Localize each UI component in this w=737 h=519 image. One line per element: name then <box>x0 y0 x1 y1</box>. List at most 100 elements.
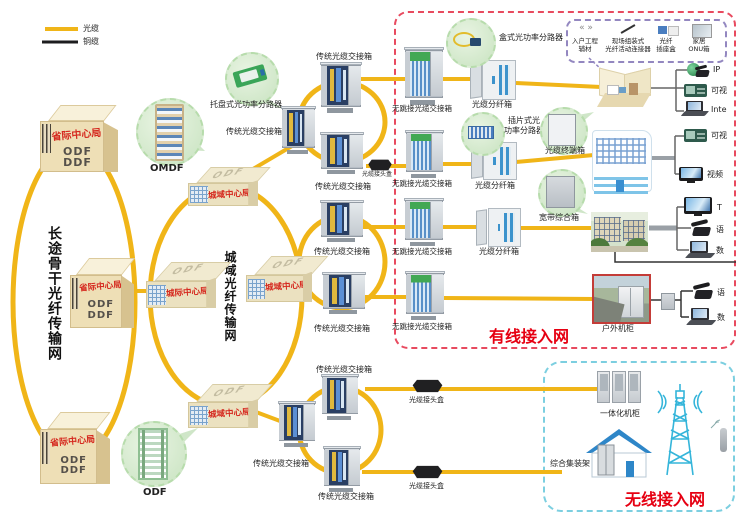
home-kit-item2: 现场组装式光纤活动连接器 <box>605 37 651 53</box>
data-label-2: 数 <box>717 313 725 322</box>
fiber-dist-box-2-label: 光缆分纤箱 <box>475 181 515 190</box>
dp-box <box>661 293 675 310</box>
signal-icon <box>709 415 721 429</box>
joint-box-3-label: 光缆接头盒 <box>409 482 444 490</box>
assembly-rack-label: 综合集装架 <box>550 459 590 468</box>
fiber-dist-box-1-label: 光缆分纤箱 <box>472 100 512 109</box>
trad-cabinet-w-bottom-label: 传统光缆交接箱 <box>318 492 374 501</box>
city-office-right: ODF 城域中心局 <box>246 256 329 302</box>
home-kit-icon-4 <box>692 24 712 38</box>
trad-cabinet-feed-label: 传统光缆交接箱 <box>226 127 282 136</box>
trad-cabinet-w-left <box>277 401 317 447</box>
legend-fiber-label: 光缆 <box>83 24 99 33</box>
box-splitter-icon <box>470 38 481 46</box>
broadband-box-label: 宽带综合箱 <box>539 213 579 222</box>
fiber-dist-box-3-label: 光缆分纤箱 <box>479 247 519 256</box>
legend-copper-label: 铜缆 <box>83 37 99 46</box>
card-splitter-label: 插片式光功率分路器 <box>504 116 544 135</box>
ip-phone-icon2 <box>694 64 710 77</box>
ip-label: IP <box>713 65 721 74</box>
joint-box-1 <box>368 159 392 171</box>
data-laptop-icon-2 <box>685 308 717 325</box>
joint-box-3 <box>412 465 443 479</box>
nojump-cabinet-4-label: 无跳接光缆交接箱 <box>392 322 452 331</box>
trad-cabinet-4-label: 传统光缆交接箱 <box>314 324 370 333</box>
omdf-rack <box>155 104 184 161</box>
trad-cabinet-3-label: 传统光缆交接箱 <box>314 247 370 256</box>
fiber-dist-box-1 <box>470 60 516 100</box>
terminal-box-label: 光缆终端箱 <box>545 146 585 155</box>
trad-cabinet-4 <box>321 272 367 314</box>
trad-cabinet-1-label: 传统光缆交接箱 <box>316 52 372 61</box>
wireless-access-title: 无线接入网 <box>625 490 706 509</box>
data-laptop-icon-1 <box>684 241 716 258</box>
city-office-top: ODF 城域中心局 <box>188 167 272 206</box>
nojump-cabinet-4 <box>404 271 446 320</box>
trad-cabinet-2-label: 传统光缆交接箱 <box>315 182 371 191</box>
videophone-icon-2 <box>684 129 707 142</box>
antenna-icon <box>720 428 727 452</box>
nojump-cabinet-3-label: 无跳接光缆交接箱 <box>392 247 452 256</box>
trad-cabinet-w-bottom <box>322 446 362 492</box>
data-label-1: 数 <box>716 246 724 255</box>
home-kit-icon-3b <box>668 26 679 36</box>
voice-phone-icon-2 <box>692 282 713 299</box>
videophone-label-2: 可视 <box>711 131 727 140</box>
home-kit-icon-1: « » <box>579 23 593 33</box>
joint-box-2 <box>412 379 443 393</box>
videophone-label-1: 可视 <box>711 86 727 95</box>
wireless-access-region <box>543 361 735 512</box>
joint-box-1-label: 光缆接头盒 <box>362 171 393 178</box>
trad-cabinet-w-top-label: 传统光缆交接箱 <box>316 365 372 374</box>
video-screen-icon <box>679 167 703 183</box>
odf-label: ODF <box>143 487 167 498</box>
nojump-cabinet-2-label: 无跳接光缆交接箱 <box>392 179 452 188</box>
home-kit-item3: 光纤插座盒 <box>656 37 676 53</box>
fiber-dist-box-3 <box>476 208 521 247</box>
office-building <box>592 124 652 198</box>
tv-label: T <box>717 203 722 212</box>
trad-cabinet-1 <box>319 62 363 113</box>
residential-photo <box>591 212 648 252</box>
trad-cabinet-w-top <box>320 374 360 420</box>
omdf-label: OMDF <box>150 163 184 174</box>
trad-cabinet-2 <box>319 132 365 174</box>
card-splitter-icon <box>468 126 494 139</box>
city-office-bottom: ODF 城域中心局 <box>188 384 274 428</box>
wired-access-title: 有线接入网 <box>489 327 570 346</box>
nojump-cabinet-3 <box>403 198 445 246</box>
integrated-cabinet <box>597 371 641 403</box>
videophone-icon-1 <box>684 84 707 97</box>
nojump-cabinet-2 <box>404 130 445 178</box>
home-kit-icon-3 <box>658 26 667 34</box>
voice-label-1: 语 <box>716 225 724 234</box>
voice-phone-icon-1 <box>690 219 711 236</box>
integrated-cabinet-label: 一体化机柜 <box>600 409 640 418</box>
trad-cabinet-w-left-label: 传统光缆交接箱 <box>253 459 309 468</box>
nojump-cabinet-1 <box>403 47 445 105</box>
joint-box-2-label: 光缆接头盒 <box>409 396 444 404</box>
odf-rack <box>138 428 168 480</box>
backbone-title: 长途骨干光纤传输网 <box>46 226 62 361</box>
voice-label-2: 语 <box>717 288 725 297</box>
assembly-rack-house <box>586 427 652 478</box>
internet-label: Inte <box>711 105 727 114</box>
video-label: 视频 <box>707 170 723 179</box>
outdoor-cabinet-photo <box>592 274 651 324</box>
home-room <box>596 67 652 107</box>
metro-title: 城域光纤传输网 <box>223 251 237 342</box>
intercity-office: ODF 城际中心局 <box>146 262 232 308</box>
broadband-box-icon <box>546 176 575 208</box>
home-kit-item1: 入户工程辅材 <box>572 37 598 53</box>
trad-cabinet-feed <box>281 106 316 154</box>
internet-laptop-icon <box>680 101 710 116</box>
nojump-cabinet-1-label: 无跳接光缆交接箱 <box>392 104 452 113</box>
tv-icon <box>684 197 712 217</box>
tray-splitter-label: 托盘式光功率分路器 <box>210 100 282 109</box>
trad-cabinet-3 <box>319 200 365 242</box>
